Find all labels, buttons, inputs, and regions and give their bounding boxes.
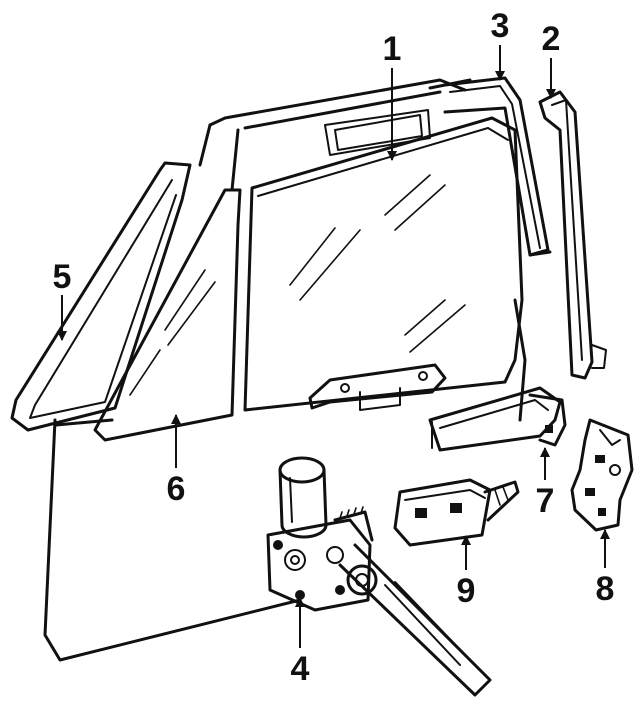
actuator-part-9 [393,478,520,547]
callout-9: 9 [457,572,476,610]
callout-6: 6 [167,470,186,508]
callout-1: 1 [383,30,402,68]
callout-5: 5 [53,258,72,296]
regulator-motor-part-4 [266,456,492,697]
callout-leaders [57,45,610,648]
vent-glass-part-6 [93,188,242,442]
callout-8: 8 [596,570,615,608]
callout-2: 2 [542,20,561,58]
motor-bracket-part-7 [428,386,567,452]
run-channel-part-3 [443,76,552,257]
door-lock-part-8 [570,418,634,532]
vent-frame-part-5 [10,161,192,432]
door-glass-part-1 [243,116,524,412]
callout-7: 7 [536,482,555,520]
callout-4: 4 [291,650,310,688]
callout-3: 3 [491,7,510,45]
rear-glass-run-part-2 [538,90,607,380]
callout-numbers: 1 2 3 4 5 6 7 8 9 [53,7,615,688]
